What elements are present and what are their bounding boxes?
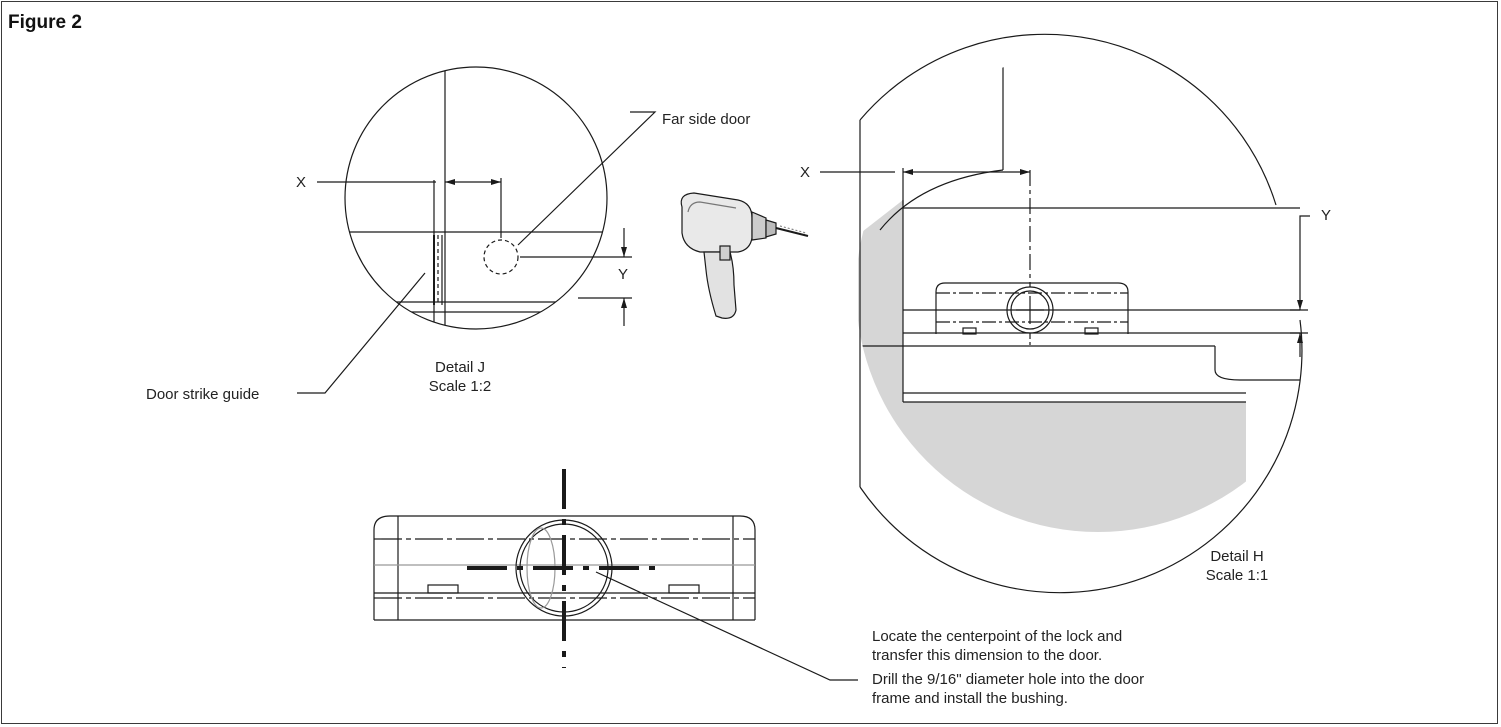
far-side-hole bbox=[483, 239, 519, 275]
detail-h-scale: Scale 1:1 bbox=[1205, 567, 1269, 584]
detail-h-x-label: X bbox=[800, 164, 811, 181]
detail-h-title: Detail H Scale 1:1 bbox=[1198, 547, 1276, 585]
detail-j-x-label: X bbox=[296, 174, 307, 191]
instruction-drill: Drill the 9/16" diameter hole into the d… bbox=[872, 670, 1144, 708]
instruction-locate-line2: transfer this dimension to the door. bbox=[872, 647, 1103, 664]
detail-j-scale: Scale 1:2 bbox=[428, 378, 492, 395]
lock-front-view bbox=[373, 469, 858, 681]
detail-j-name: Detail J bbox=[434, 359, 486, 376]
detail-j-y-label: Y bbox=[618, 266, 629, 283]
door-strike-guide-label: Door strike guide bbox=[146, 386, 260, 403]
detail-j-title: Detail J Scale 1:2 bbox=[424, 358, 496, 396]
instruction-drill-line1: Drill the 9/16" diameter hole into the d… bbox=[872, 671, 1145, 688]
detail-j-circle bbox=[344, 66, 608, 330]
instruction-drill-line2: frame and install the bushing. bbox=[872, 690, 1068, 707]
detail-h-drawing bbox=[820, 33, 1310, 594]
detail-h-y-label: Y bbox=[1321, 207, 1332, 224]
detail-j-drawing bbox=[297, 66, 657, 394]
detail-h-name: Detail H bbox=[1210, 548, 1264, 565]
instruction-locate: Locate the centerpoint of the lock and t… bbox=[872, 627, 1122, 665]
figure-title: Figure 2 bbox=[8, 12, 82, 33]
drill-icon bbox=[680, 192, 809, 319]
lock-body bbox=[935, 282, 1129, 334]
crosshair-icon bbox=[467, 469, 660, 668]
far-side-door-label: Far side door bbox=[662, 111, 751, 128]
instruction-locate-line1: Locate the centerpoint of the lock and bbox=[872, 628, 1123, 645]
